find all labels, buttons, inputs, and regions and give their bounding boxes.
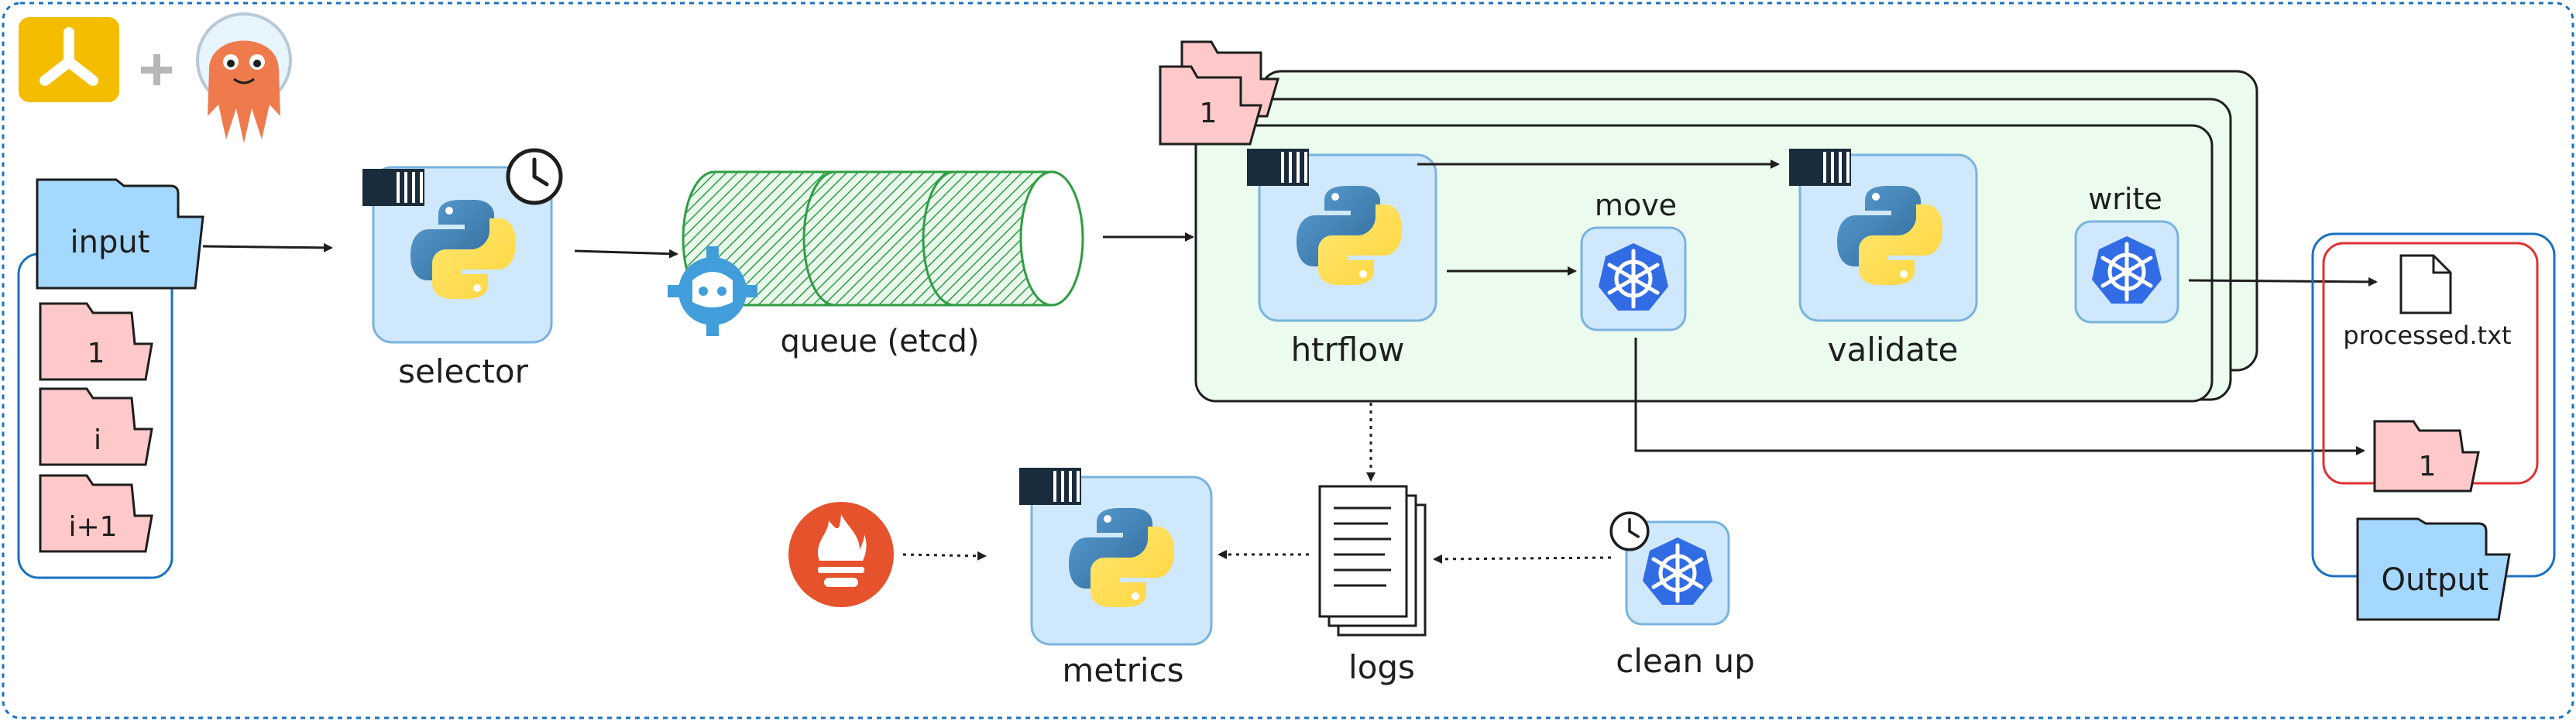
input-folder-1[interactable]: 1 (39, 302, 153, 381)
docker-container-icon (1789, 149, 1851, 186)
folder-label-i: i (94, 424, 101, 456)
htrflow-node[interactable]: htrflow (1247, 149, 1437, 369)
metrics-node[interactable]: metrics (1019, 468, 1213, 689)
stack-folder-label: 1 (1200, 98, 1218, 129)
document-stack-icon (1318, 485, 1427, 637)
argo-workflows-icon (19, 17, 119, 102)
folder-label-1: 1 (88, 338, 105, 369)
prometheus-icon (788, 502, 894, 607)
output-folder-1-label: 1 (2419, 451, 2437, 482)
argo-octopus-icon (196, 12, 292, 143)
write-label: write (2088, 182, 2162, 216)
logs-label: logs (1348, 648, 1415, 686)
processed-label: processed.txt (2343, 321, 2511, 350)
input-folder-i[interactable]: i (39, 387, 153, 466)
clock-icon (508, 150, 561, 203)
htrflow-label: htrflow (1291, 331, 1405, 369)
folder-label-i-plus-1: i+1 (68, 511, 117, 543)
cleanup-node[interactable]: clean up (1609, 511, 1755, 680)
arrow-write-processed (2188, 276, 2378, 287)
clock-icon (1609, 511, 1650, 551)
validate-label: validate (1828, 331, 1959, 369)
input-folder[interactable]: input (36, 178, 204, 290)
write-node[interactable]: write (2074, 182, 2179, 324)
output-folder-1[interactable]: 1 (2373, 420, 2480, 493)
queue-label: queue (etcd) (781, 324, 980, 359)
input-folder-i-plus-1[interactable]: i+1 (39, 474, 153, 553)
cleanup-label: clean up (1616, 642, 1755, 680)
selector-label: selector (398, 352, 528, 390)
metrics-label: metrics (1062, 651, 1183, 689)
arrow-input-selector (202, 242, 333, 252)
docker-container-icon (362, 169, 424, 206)
arrow-selector-queue (574, 249, 678, 259)
output-label: Output (2382, 562, 2489, 598)
docker-container-icon (1247, 149, 1309, 186)
arrow-move-output (1634, 338, 2365, 455)
arrow-prometheus-metrics (902, 551, 987, 561)
etcd-icon (668, 246, 757, 336)
output-folder[interactable]: Output (2356, 517, 2511, 621)
logs-node[interactable]: logs (1318, 485, 1427, 686)
file-icon (2399, 254, 2452, 314)
move-node[interactable]: move (1580, 188, 1687, 331)
queue-etcd[interactable]: queue (etcd) (682, 170, 1084, 359)
plus-icon (141, 54, 172, 85)
docker-container-icon (1019, 468, 1081, 505)
arrow-cleanup-logs (1433, 554, 1612, 564)
validate-node[interactable]: validate (1789, 149, 1978, 369)
move-label: move (1595, 188, 1677, 222)
processed-file[interactable]: processed.txt (2343, 254, 2512, 350)
input-label: input (70, 225, 150, 260)
selector-node[interactable]: selector (362, 150, 561, 390)
stack-folder[interactable]: 1 (1159, 40, 1279, 146)
